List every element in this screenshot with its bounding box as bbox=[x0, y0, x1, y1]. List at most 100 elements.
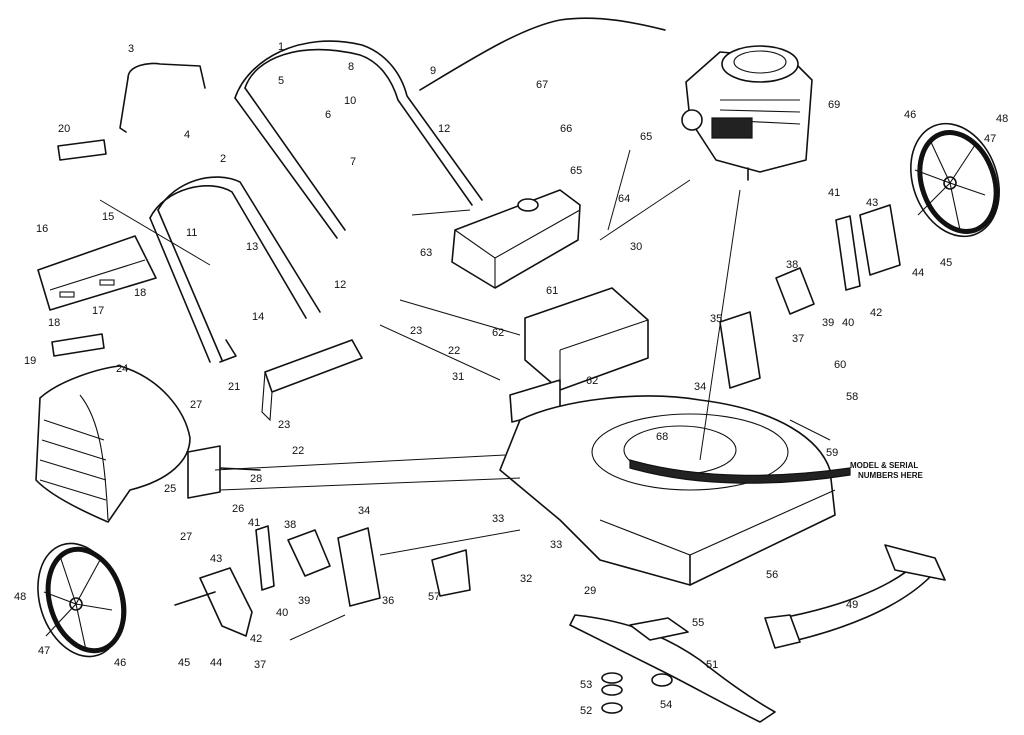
callout-54: 54 bbox=[660, 699, 672, 711]
callout-42a: 42 bbox=[870, 307, 882, 319]
callout-41b: 41 bbox=[248, 517, 260, 529]
callout-56: 56 bbox=[766, 569, 778, 581]
callout-15: 15 bbox=[102, 211, 114, 223]
fuel-tank bbox=[451, 189, 581, 289]
callout-19: 19 bbox=[24, 355, 36, 367]
callout-4: 4 bbox=[184, 129, 190, 141]
callout-14: 14 bbox=[252, 311, 264, 323]
callout-47b: 47 bbox=[38, 645, 50, 657]
callout-48a: 48 bbox=[996, 113, 1008, 125]
upper-handle bbox=[234, 40, 483, 239]
callout-36: 36 bbox=[382, 595, 394, 607]
callout-25: 25 bbox=[164, 483, 176, 495]
callout-68: 68 bbox=[656, 431, 668, 443]
lower-handle bbox=[149, 176, 321, 363]
callout-60: 60 bbox=[834, 359, 846, 371]
callout-57: 57 bbox=[428, 591, 440, 603]
engine bbox=[681, 45, 813, 181]
callout-40b: 40 bbox=[276, 607, 288, 619]
callout-37a: 37 bbox=[792, 333, 804, 345]
callout-47a: 47 bbox=[984, 133, 996, 145]
callout-8: 8 bbox=[348, 61, 354, 73]
callout-39b: 39 bbox=[298, 595, 310, 607]
callout-31: 31 bbox=[452, 371, 464, 383]
callout-42b: 42 bbox=[250, 633, 262, 645]
callout-41a: 41 bbox=[828, 187, 840, 199]
callout-69: 69 bbox=[828, 99, 840, 111]
callout-16: 16 bbox=[36, 223, 48, 235]
callout-5: 5 bbox=[278, 75, 284, 87]
bag-label bbox=[57, 139, 107, 161]
callout-13: 13 bbox=[246, 241, 258, 253]
callout-30: 30 bbox=[630, 241, 642, 253]
hinge-bracket bbox=[187, 445, 221, 499]
callout-26: 26 bbox=[232, 503, 244, 515]
callout-62a: 62 bbox=[492, 327, 504, 339]
blade-hardware bbox=[601, 672, 673, 714]
callout-12a: 12 bbox=[438, 123, 450, 135]
leader-lines bbox=[99, 149, 831, 641]
callout-33b: 33 bbox=[550, 539, 562, 551]
blade bbox=[569, 614, 776, 723]
callout-49: 49 bbox=[846, 599, 858, 611]
height-adjuster-left bbox=[174, 525, 381, 637]
grass-bag-top bbox=[37, 235, 157, 311]
callout-6: 6 bbox=[325, 109, 331, 121]
callout-65b: 65 bbox=[570, 165, 582, 177]
callout-12b: 12 bbox=[334, 279, 346, 291]
callout-22a: 22 bbox=[448, 345, 460, 357]
callout-24: 24 bbox=[116, 363, 128, 375]
callouts: 1 2 3 4 5 6 7 8 9 10 11 12 12 13 14 15 1… bbox=[14, 41, 1008, 717]
callout-21: 21 bbox=[228, 381, 240, 393]
callout-66: 66 bbox=[560, 123, 572, 135]
callout-33a: 33 bbox=[492, 513, 504, 525]
callout-9: 9 bbox=[430, 65, 436, 77]
callout-3: 3 bbox=[128, 43, 134, 55]
callout-35: 35 bbox=[710, 313, 722, 325]
model-serial-arrow bbox=[629, 459, 851, 484]
chute-flap bbox=[431, 549, 471, 597]
bag-strip bbox=[51, 333, 105, 357]
callout-29: 29 bbox=[584, 585, 596, 597]
callout-32: 32 bbox=[520, 573, 532, 585]
grass-catcher-bag bbox=[35, 365, 191, 523]
control-bar bbox=[119, 62, 206, 133]
callout-61: 61 bbox=[546, 285, 558, 297]
callout-37b: 37 bbox=[254, 659, 266, 671]
callout-48b: 48 bbox=[14, 591, 26, 603]
callout-34a: 34 bbox=[694, 381, 706, 393]
callout-45a: 45 bbox=[940, 257, 952, 269]
callout-46a: 46 bbox=[904, 109, 916, 121]
rear-wheel-right bbox=[910, 122, 1000, 238]
callout-18a: 18 bbox=[48, 317, 60, 329]
callout-20: 20 bbox=[58, 123, 70, 135]
callout-64: 64 bbox=[618, 193, 630, 205]
callout-28: 28 bbox=[250, 473, 262, 485]
front-wheel-left bbox=[37, 542, 127, 658]
callout-67: 67 bbox=[536, 79, 548, 91]
callout-1: 1 bbox=[278, 41, 284, 53]
callout-63: 63 bbox=[420, 247, 432, 259]
callout-27b: 27 bbox=[180, 531, 192, 543]
callout-44a: 44 bbox=[912, 267, 924, 279]
callout-2: 2 bbox=[220, 153, 226, 165]
callout-22b: 22 bbox=[292, 445, 304, 457]
callout-43a: 43 bbox=[866, 197, 878, 209]
model-serial-note-line2: NUMBERS HERE bbox=[858, 471, 924, 480]
rear-baffle bbox=[264, 339, 363, 393]
throttle-cable bbox=[419, 17, 666, 91]
callout-51: 51 bbox=[706, 659, 718, 671]
callout-40a: 40 bbox=[842, 317, 854, 329]
callout-23b: 23 bbox=[278, 419, 290, 431]
callout-55: 55 bbox=[692, 617, 704, 629]
callout-11: 11 bbox=[186, 227, 197, 239]
callout-62b: 62 bbox=[586, 375, 598, 387]
rear-deflector bbox=[764, 544, 946, 649]
callout-65a: 65 bbox=[640, 131, 652, 143]
mower-deck bbox=[499, 395, 836, 586]
callout-45b: 45 bbox=[178, 657, 190, 669]
callout-58: 58 bbox=[846, 391, 858, 403]
callout-17: 17 bbox=[92, 305, 104, 317]
callout-27a: 27 bbox=[190, 399, 202, 411]
callout-46b: 46 bbox=[114, 657, 126, 669]
